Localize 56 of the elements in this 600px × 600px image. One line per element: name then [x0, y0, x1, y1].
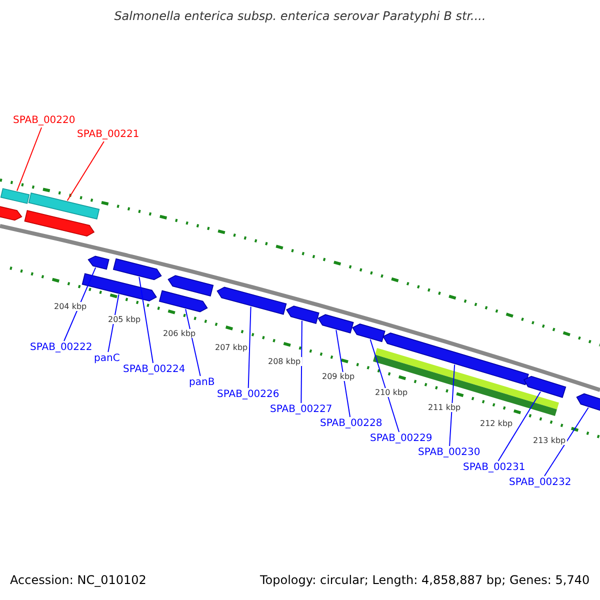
leader-line — [449, 364, 456, 446]
gene-feature — [286, 306, 320, 324]
scale-label: 204 kbp — [53, 302, 88, 312]
gene-feature — [373, 348, 559, 416]
gene-label: SPAB_00228 — [320, 418, 382, 430]
gene-label: SPAB_00222 — [30, 342, 92, 354]
gene-feature — [216, 286, 287, 315]
leader-line — [498, 391, 541, 462]
gene-label: SPAB_00226 — [217, 389, 280, 400]
scale-label: 211 kbp — [427, 403, 462, 412]
gene-feature — [0, 206, 22, 221]
leader-line — [108, 294, 120, 352]
leader-line — [64, 267, 96, 342]
gene-feature — [168, 275, 214, 296]
scale-label: 210 kbp — [374, 388, 409, 398]
leader-line — [185, 308, 201, 376]
gene-feature — [576, 393, 600, 413]
scale-label: 207 kbp — [214, 343, 249, 352]
gene-label: SPAB_00221 — [77, 129, 140, 140]
scale-label: 205 kbp — [107, 315, 142, 324]
leader-line — [370, 338, 400, 432]
gene-label: panC — [94, 353, 120, 364]
gene-feature — [352, 324, 386, 342]
gene-feature — [158, 290, 208, 312]
gene-label: SPAB_00230 — [418, 447, 480, 458]
scale-label: 206 kbp — [162, 329, 197, 338]
leader-line — [248, 306, 252, 388]
genome-info-text: Topology: circular; Length: 4,858,887 bp; Genes: 5,740 — [260, 574, 590, 588]
gene-label: SPAB_00220 — [13, 115, 76, 126]
gene-label: SPAB_00229 — [370, 433, 432, 444]
accession-text: Accession: NC_010102 — [10, 574, 146, 588]
gene-feature — [88, 256, 110, 270]
title: Salmonella enterica subsp. enterica serovar Paratyphi B str.... — [113, 10, 487, 24]
gene-feature — [82, 273, 157, 302]
leader-line — [544, 407, 589, 476]
gene-feature — [382, 332, 529, 386]
gene-feature — [0, 188, 30, 204]
gene-feature — [523, 376, 566, 398]
gene-feature — [24, 210, 95, 237]
gene-label: SPAB_00232 — [509, 477, 572, 488]
gene-label: SPAB_00227 — [270, 404, 332, 416]
gene-feature — [28, 192, 100, 220]
scale-label: 208 kbp — [267, 357, 302, 366]
leader-line — [16, 127, 42, 192]
leader-line — [336, 330, 351, 418]
scale-label: 213 kbp — [532, 436, 567, 446]
gene-label: SPAB_00231 — [463, 462, 526, 474]
leader-line — [300, 320, 302, 404]
gene-feature — [318, 314, 354, 334]
gene-feature — [112, 258, 162, 280]
leader-line — [138, 276, 154, 364]
leader-line — [66, 141, 104, 202]
scale-label: 212 kbp — [479, 419, 514, 428]
gene-label: SPAB_00224 — [123, 364, 186, 376]
gene-label: panB — [189, 377, 215, 388]
scale-label: 209 kbp — [321, 372, 356, 382]
